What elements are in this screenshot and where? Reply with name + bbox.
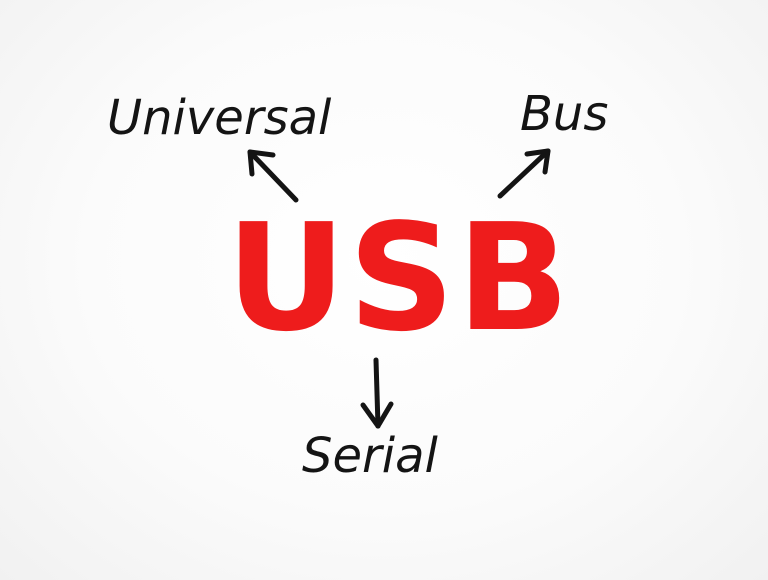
word-bus: Bus <box>520 86 609 142</box>
arrow-to-universal <box>247 149 299 203</box>
acronym-usb: USB <box>226 192 572 364</box>
word-serial: Serial <box>302 428 438 484</box>
word-universal: Universal <box>107 90 332 146</box>
arrow-to-bus <box>497 148 551 199</box>
arrow-to-serial <box>360 357 394 429</box>
